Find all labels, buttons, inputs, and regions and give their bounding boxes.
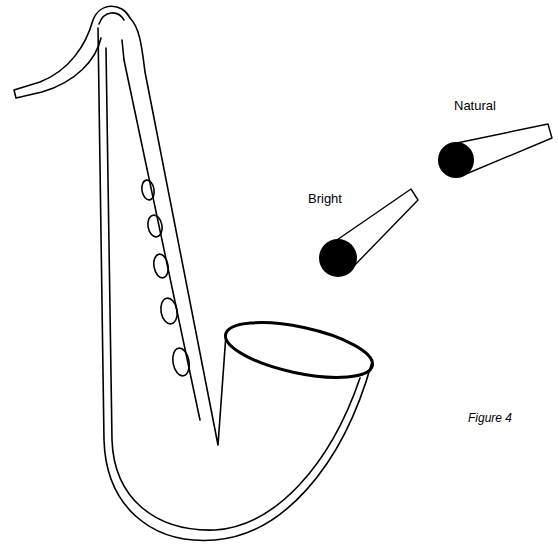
saxophone-neck (14, 6, 130, 98)
saxophone-key (140, 179, 155, 201)
saxophone-body (98, 28, 372, 540)
saxophone-key (152, 253, 170, 279)
saxophone-key (146, 214, 164, 238)
microphone (438, 124, 552, 178)
saxophone-body-inner (106, 48, 360, 530)
saxophone-body-edge (130, 18, 226, 445)
saxophone-key (171, 347, 192, 377)
saxophone-neck-inner (99, 13, 124, 24)
saxophone-body-edge-inner (122, 40, 200, 420)
microphone-label: Natural (454, 98, 496, 114)
saxophone-bell-rim (221, 312, 377, 388)
microphone-label: Bright (308, 191, 342, 207)
figure-caption: Figure 4 (468, 411, 512, 425)
saxophone-key (159, 297, 179, 325)
